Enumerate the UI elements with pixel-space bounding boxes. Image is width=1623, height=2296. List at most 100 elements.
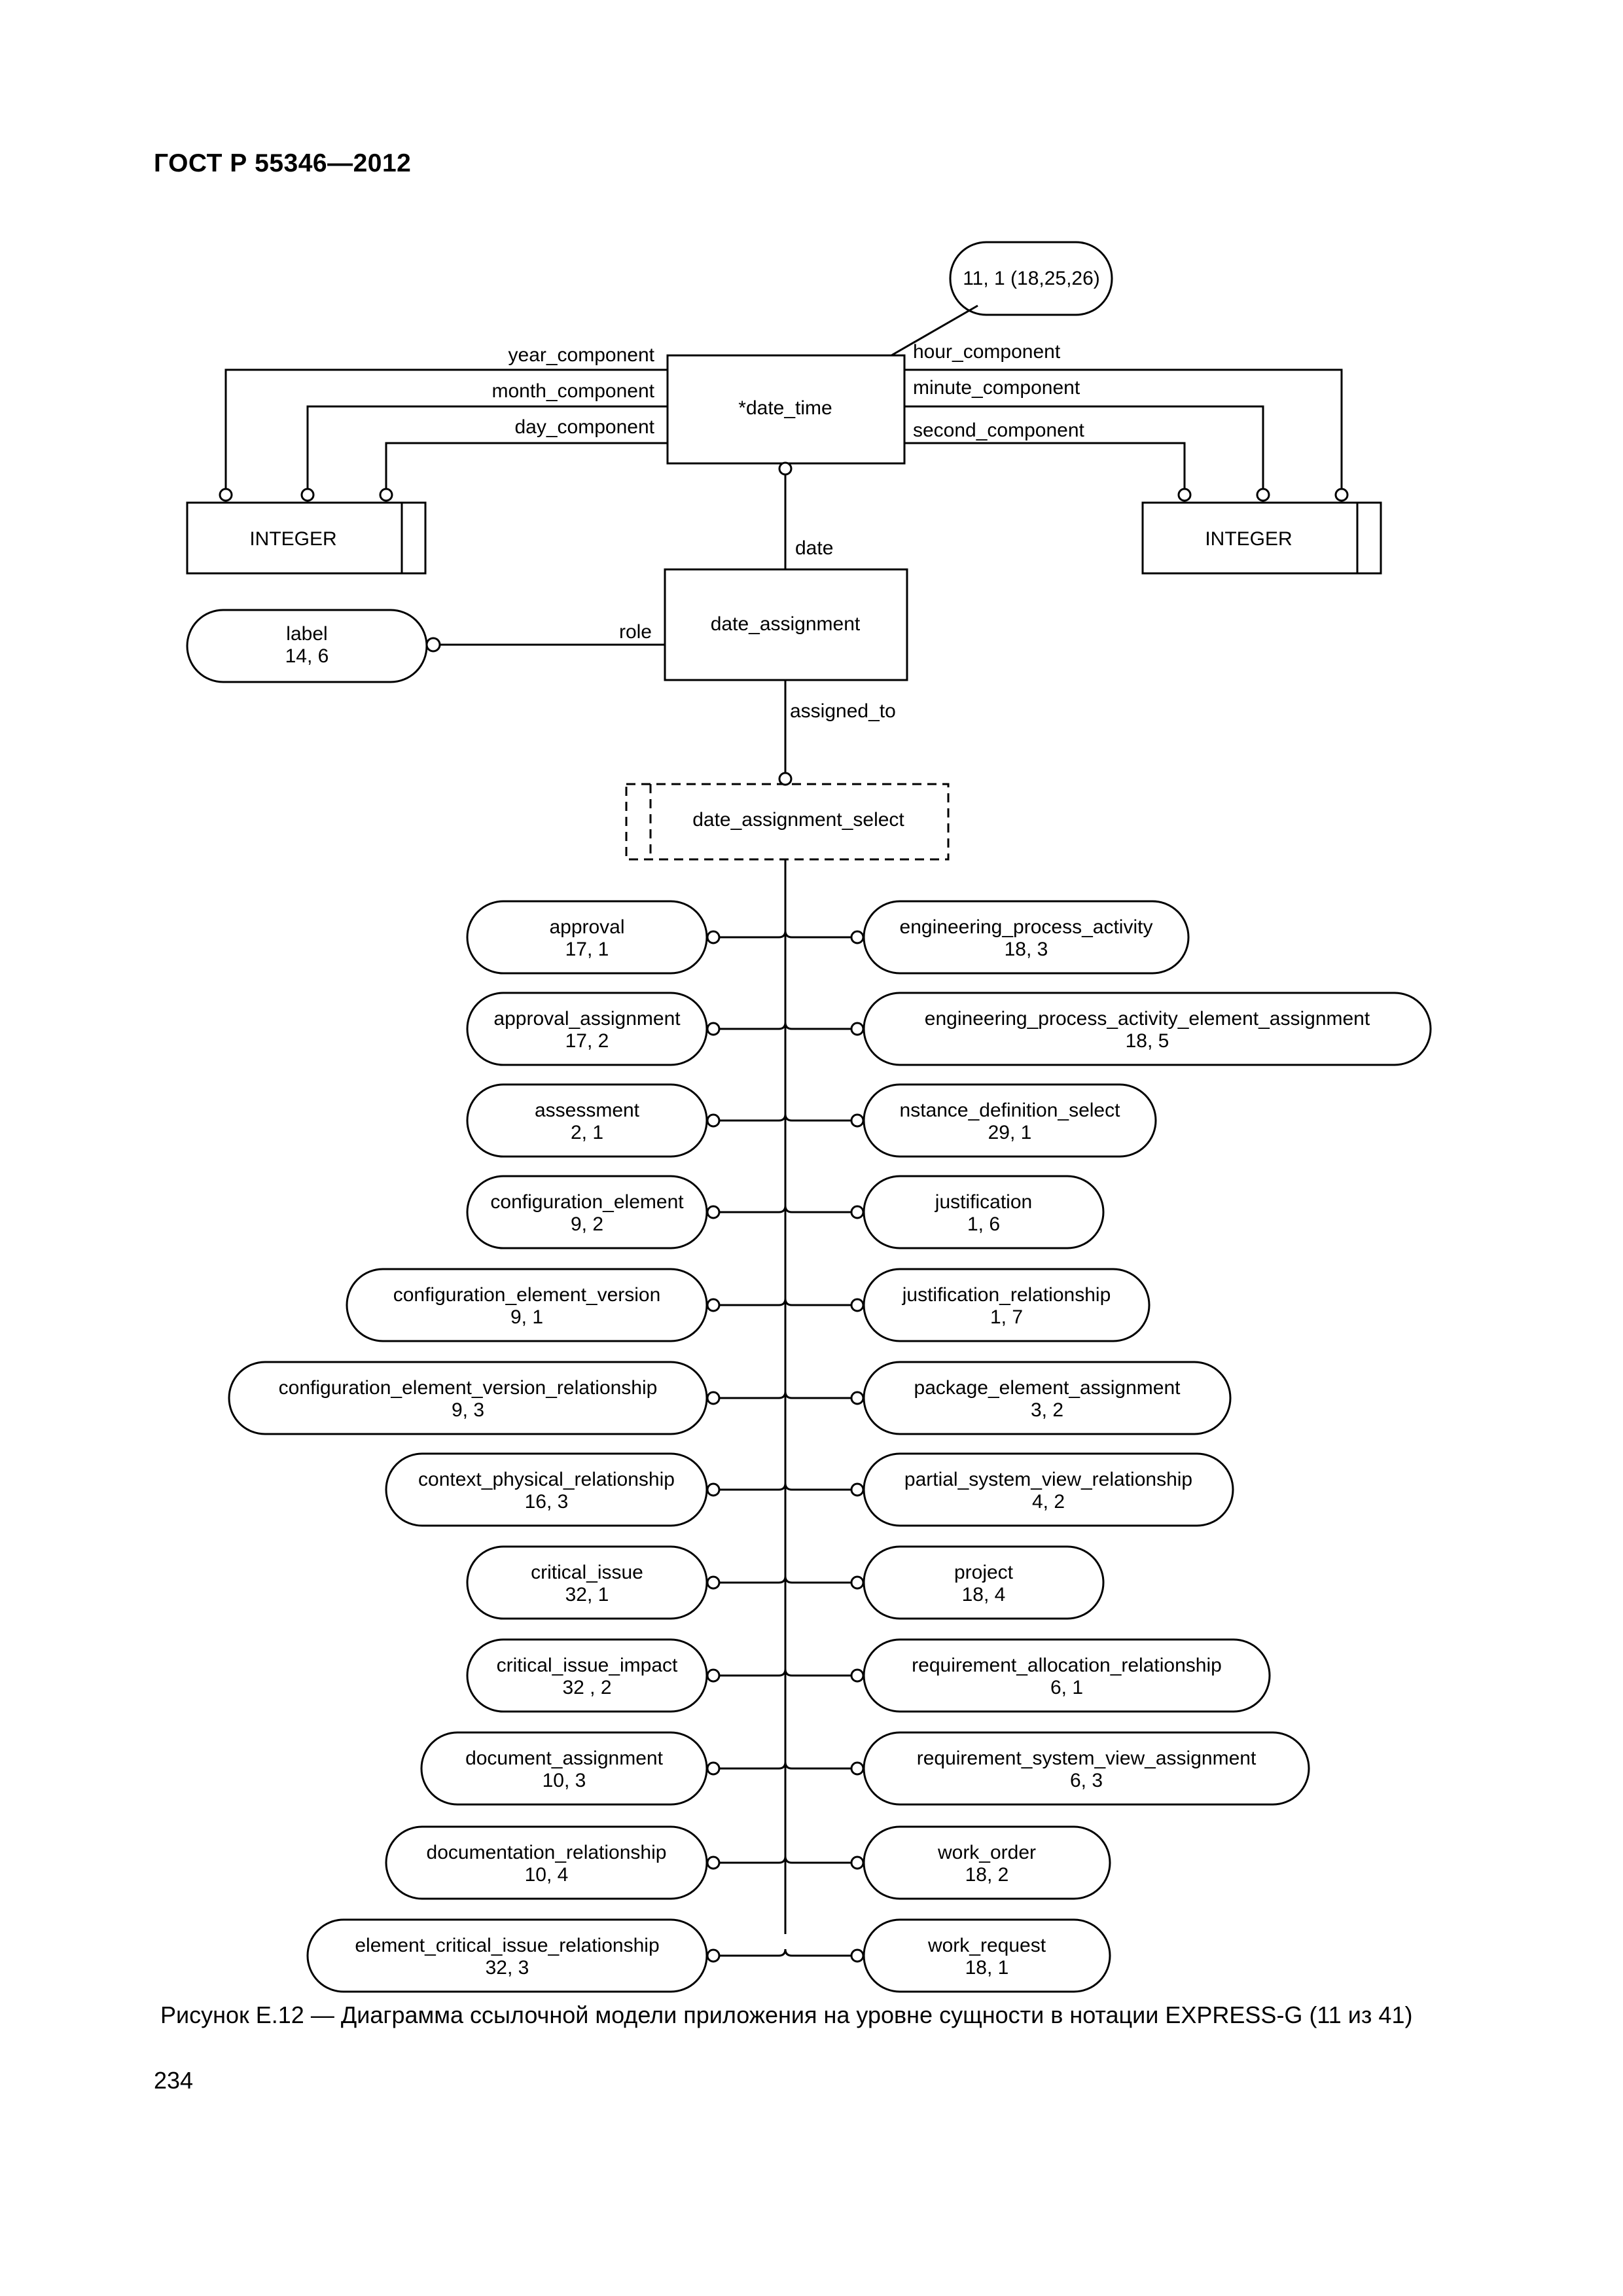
right-ref-name: engineering_process_activity bbox=[900, 916, 1153, 938]
left-ref-connector bbox=[720, 1948, 787, 1957]
right-ref-connector bbox=[784, 1298, 851, 1306]
right-ref-name: requirement_system_view_assignment bbox=[917, 1748, 1257, 1769]
right-ref-connector bbox=[784, 1113, 851, 1122]
role-label: role bbox=[619, 621, 652, 643]
year-component-label: year_component bbox=[508, 344, 655, 366]
select-box bbox=[625, 783, 950, 861]
date-assignment-name: date_assignment bbox=[711, 613, 861, 635]
left-ref-connector bbox=[720, 1668, 787, 1677]
right-ref-circle bbox=[850, 1205, 865, 1219]
right-ref-number: 6, 3 bbox=[1070, 1770, 1103, 1791]
left-ref-name: critical_issue_impact bbox=[497, 1655, 678, 1676]
right-ref-name: partial_system_view_relationship bbox=[904, 1469, 1192, 1490]
right-ref-circle bbox=[850, 1856, 865, 1870]
month-component-circle bbox=[300, 488, 315, 502]
label-name: label bbox=[286, 623, 327, 645]
left-ref-connector bbox=[720, 1298, 787, 1306]
left-ref-number: 32, 3 bbox=[486, 1957, 529, 1979]
left-ref-circle bbox=[706, 1575, 721, 1590]
figure-caption: Рисунок Е.12 — Диаграмма ссылочной модел… bbox=[160, 2001, 1413, 2028]
right-ref-number: 3, 2 bbox=[1031, 1399, 1063, 1421]
right-ref-circle bbox=[850, 1298, 865, 1312]
left-ref-name: configuration_element_version_relationsh… bbox=[279, 1377, 658, 1399]
left-ref-connector bbox=[720, 1482, 787, 1491]
right-ref-name: justification_relationship bbox=[902, 1284, 1111, 1306]
left-ref-name: configuration_element_version bbox=[393, 1284, 661, 1306]
left-ref-number: 9, 2 bbox=[571, 1213, 603, 1235]
second-component-label: second_component bbox=[913, 420, 1085, 441]
right-ref-connector bbox=[784, 1391, 851, 1399]
left-ref-circle bbox=[706, 930, 721, 944]
page-number: 234 bbox=[154, 2067, 194, 2094]
left-ref-name: approval_assignment bbox=[493, 1008, 681, 1030]
left-ref-connector bbox=[720, 1113, 787, 1122]
left-ref-number: 17, 2 bbox=[565, 1030, 609, 1052]
left-ref-connector bbox=[720, 1761, 787, 1770]
second-component-line bbox=[904, 442, 1186, 490]
document-header: ГОСТ Р 55346—2012 bbox=[154, 149, 412, 177]
assigned-to-circle bbox=[778, 772, 793, 786]
left-ref-number: 32 , 2 bbox=[562, 1677, 611, 1698]
second-component-circle bbox=[1177, 488, 1192, 502]
date-circle bbox=[778, 461, 793, 476]
day-component-label: day_component bbox=[515, 416, 655, 438]
left-ref-connector bbox=[720, 1022, 787, 1030]
right-ref-circle bbox=[850, 1668, 865, 1683]
right-ref-number: 18, 1 bbox=[965, 1957, 1009, 1979]
hour-component-label: hour_component bbox=[913, 341, 1061, 363]
minute-component-label: minute_component bbox=[913, 377, 1080, 399]
right-ref-circle bbox=[850, 1022, 865, 1036]
left-ref-name: approval bbox=[549, 916, 624, 938]
month-component-label: month_component bbox=[492, 380, 655, 402]
right-ref-circle bbox=[850, 1948, 865, 1963]
month-component-line bbox=[306, 405, 668, 490]
left-ref-name: element_critical_issue_relationship bbox=[355, 1935, 659, 1956]
right-ref-circle bbox=[850, 1575, 865, 1590]
right-ref-number: 18, 4 bbox=[962, 1584, 1006, 1605]
right-ref-circle bbox=[850, 1761, 865, 1776]
page-ref-text: 11, 1 (18,25,26) bbox=[963, 268, 1100, 289]
left-ref-connector bbox=[720, 1391, 787, 1399]
left-ref-name: assessment bbox=[535, 1100, 640, 1121]
left-ref-connector bbox=[720, 1575, 787, 1584]
right-ref-number: 1, 6 bbox=[967, 1213, 1000, 1235]
left-ref-name: critical_issue bbox=[531, 1562, 643, 1583]
right-ref-number: 1, 7 bbox=[990, 1306, 1023, 1328]
left-ref-name: documentation_relationship bbox=[427, 1842, 667, 1863]
left-ref-connector bbox=[720, 1856, 787, 1864]
left-ref-circle bbox=[706, 1482, 721, 1497]
left-ref-circle bbox=[706, 1668, 721, 1683]
minute-component-circle bbox=[1256, 488, 1270, 502]
right-ref-name: nstance_definition_select bbox=[900, 1100, 1121, 1121]
left-ref-number: 17, 1 bbox=[565, 939, 609, 960]
left-ref-number: 9, 1 bbox=[510, 1306, 543, 1328]
integer-right-text: INTEGER bbox=[1205, 528, 1292, 550]
left-ref-circle bbox=[706, 1113, 721, 1128]
role-circle bbox=[425, 637, 441, 653]
left-ref-number: 16, 3 bbox=[525, 1491, 569, 1513]
right-ref-number: 29, 1 bbox=[988, 1122, 1032, 1143]
right-ref-connector bbox=[784, 930, 851, 939]
minute-component-line bbox=[904, 405, 1264, 490]
right-ref-circle bbox=[850, 1482, 865, 1497]
right-ref-name: requirement_allocation_relationship bbox=[912, 1655, 1222, 1676]
right-ref-name: engineering_process_activity_element_ass… bbox=[925, 1008, 1370, 1030]
left-ref-connector bbox=[720, 1205, 787, 1213]
left-ref-number: 10, 3 bbox=[543, 1770, 586, 1791]
left-ref-circle bbox=[706, 1205, 721, 1219]
right-ref-name: package_element_assignment bbox=[914, 1377, 1181, 1399]
right-ref-connector bbox=[784, 1948, 851, 1957]
left-ref-number: 10, 4 bbox=[525, 1864, 569, 1886]
left-ref-number: 9, 3 bbox=[452, 1399, 484, 1421]
right-ref-number: 6, 1 bbox=[1050, 1677, 1083, 1698]
left-ref-circle bbox=[706, 1856, 721, 1870]
left-ref-number: 32, 1 bbox=[565, 1584, 609, 1605]
right-ref-connector bbox=[784, 1761, 851, 1770]
right-ref-connector bbox=[784, 1856, 851, 1864]
date-time-name: *date_time bbox=[738, 397, 832, 419]
right-ref-name: work_request bbox=[927, 1935, 1046, 1956]
left-ref-circle bbox=[706, 1761, 721, 1776]
year-component-line bbox=[224, 368, 668, 490]
page-ref-connector bbox=[891, 304, 978, 357]
